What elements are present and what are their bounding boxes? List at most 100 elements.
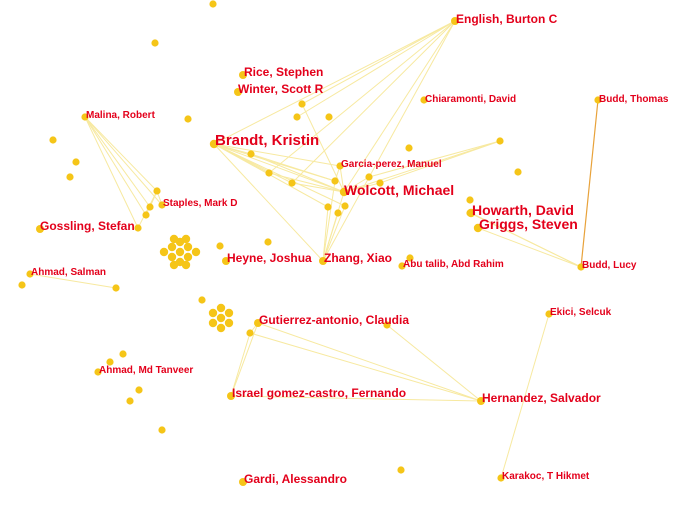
- node-a8[interactable]: [405, 144, 413, 152]
- label-english[interactable]: English, Burton C: [456, 12, 558, 26]
- cluster-a-node-1[interactable]: [167, 242, 177, 252]
- label-gutierrez[interactable]: Gutierrez-antonio, Claudia: [259, 313, 409, 327]
- label-wolcott[interactable]: Wolcott, Michael: [344, 182, 454, 198]
- node-chiaramonti[interactable]: [420, 96, 428, 104]
- node-staples[interactable]: [158, 201, 166, 209]
- node-a19[interactable]: [153, 187, 161, 195]
- label-ahmad-md[interactable]: Ahmad, Md Tanveer: [99, 365, 193, 376]
- node-a18[interactable]: [514, 168, 522, 176]
- node-a22[interactable]: [134, 224, 142, 232]
- node-english[interactable]: [451, 17, 459, 25]
- label-staples[interactable]: Staples, Mark D: [163, 198, 237, 209]
- node-a33[interactable]: [119, 350, 127, 358]
- node-a23[interactable]: [324, 203, 332, 211]
- cluster-b-node-2[interactable]: [224, 308, 234, 318]
- node-ekici[interactable]: [545, 310, 553, 318]
- node-a40[interactable]: [466, 209, 474, 217]
- label-griggs[interactable]: Griggs, Steven: [479, 216, 578, 232]
- node-a4[interactable]: [293, 113, 301, 121]
- node-heyne[interactable]: [222, 257, 230, 265]
- label-winter[interactable]: Winter, Scott R: [238, 82, 324, 96]
- node-ahmad_md[interactable]: [94, 368, 102, 376]
- node-a3[interactable]: [298, 100, 306, 108]
- node-a5[interactable]: [325, 113, 333, 121]
- node-budd_t[interactable]: [594, 96, 602, 104]
- label-howarth[interactable]: Howarth, David: [472, 202, 574, 218]
- label-gossling[interactable]: Gossling, Stefan: [40, 219, 135, 233]
- node-brandt[interactable]: [209, 139, 219, 149]
- node-a24[interactable]: [341, 202, 349, 210]
- node-a39[interactable]: [397, 466, 405, 474]
- cluster-b-node-4[interactable]: [224, 318, 234, 328]
- node-a27[interactable]: [216, 242, 224, 250]
- node-a15[interactable]: [331, 177, 339, 185]
- cluster-a-node-2[interactable]: [183, 242, 193, 252]
- node-a14[interactable]: [288, 179, 296, 187]
- cluster-a-node-10[interactable]: [181, 260, 191, 270]
- label-zhang[interactable]: Zhang, Xiao: [324, 251, 392, 265]
- node-zhang[interactable]: [319, 257, 327, 265]
- label-heyne[interactable]: Heyne, Joshua: [227, 251, 312, 265]
- label-hernandez[interactable]: Hernandez, Salvador: [482, 391, 601, 405]
- node-a38[interactable]: [158, 426, 166, 434]
- node-a30[interactable]: [18, 281, 26, 289]
- node-israel[interactable]: [227, 392, 235, 400]
- label-malina[interactable]: Malina, Robert: [86, 110, 156, 121]
- node-garcia[interactable]: [336, 162, 344, 170]
- node-a31[interactable]: [198, 296, 206, 304]
- label-abutalib[interactable]: Abu talib, Abd Rahim: [403, 259, 504, 270]
- label-gardi[interactable]: Gardi, Alessandro: [244, 472, 347, 486]
- node-a12[interactable]: [247, 150, 255, 158]
- node-karakoc[interactable]: [497, 474, 505, 482]
- node-griggs[interactable]: [473, 223, 483, 233]
- cluster-a-node-11[interactable]: [169, 234, 179, 244]
- label-israel[interactable]: Israel gomez-castro, Fernando: [232, 386, 406, 400]
- node-malina[interactable]: [81, 113, 89, 121]
- node-a28[interactable]: [406, 254, 414, 262]
- node-a21[interactable]: [142, 211, 150, 219]
- node-a9[interactable]: [496, 137, 504, 145]
- node-a36[interactable]: [135, 386, 143, 394]
- cluster-b-node-1[interactable]: [208, 308, 218, 318]
- node-gardi[interactable]: [239, 478, 247, 486]
- node-abutalib[interactable]: [398, 262, 406, 270]
- label-budd-lucy[interactable]: Budd, Lucy: [582, 260, 637, 271]
- label-ekici[interactable]: Ekici, Selcuk: [550, 307, 612, 318]
- node-gossling[interactable]: [36, 225, 44, 233]
- node-a35[interactable]: [246, 329, 254, 337]
- node-a37[interactable]: [126, 397, 134, 405]
- node-a25[interactable]: [334, 209, 342, 217]
- cluster-a-node-8[interactable]: [191, 247, 201, 257]
- cluster-b-node-0[interactable]: [216, 313, 226, 323]
- label-ahmad-salman[interactable]: Ahmad, Salman: [31, 267, 106, 278]
- node-budd_l[interactable]: [577, 263, 585, 271]
- node-a2[interactable]: [151, 39, 159, 47]
- node-wolcott[interactable]: [339, 187, 349, 197]
- label-brandt[interactable]: Brandt, Kristin: [215, 132, 319, 149]
- label-karakoc[interactable]: Karakoc, T Hikmet: [502, 471, 590, 482]
- node-rice[interactable]: [239, 71, 247, 79]
- cluster-a-node-9[interactable]: [169, 260, 179, 270]
- node-a10[interactable]: [72, 158, 80, 166]
- node-a1[interactable]: [209, 0, 217, 8]
- node-winter[interactable]: [234, 88, 242, 96]
- node-a29[interactable]: [112, 284, 120, 292]
- label-chiaramonti[interactable]: Chiaramonti, David: [425, 94, 516, 105]
- node-a7[interactable]: [49, 136, 57, 144]
- cluster-a-node-4[interactable]: [183, 252, 193, 262]
- node-ahmad_s[interactable]: [26, 270, 34, 278]
- node-a16[interactable]: [365, 173, 373, 181]
- node-a20[interactable]: [146, 203, 154, 211]
- cluster-b-node-6[interactable]: [216, 323, 226, 333]
- cluster-a-node-0[interactable]: [175, 247, 185, 257]
- cluster-b-node-5[interactable]: [216, 303, 226, 313]
- label-rice[interactable]: Rice, Stephen: [244, 65, 323, 79]
- node-a17[interactable]: [376, 179, 384, 187]
- label-budd-thomas[interactable]: Budd, Thomas: [599, 94, 669, 105]
- cluster-a-node-7[interactable]: [159, 247, 169, 257]
- node-a26[interactable]: [264, 238, 272, 246]
- cluster-b-node-3[interactable]: [208, 318, 218, 328]
- node-a32[interactable]: [383, 321, 391, 329]
- cluster-a-node-3[interactable]: [167, 252, 177, 262]
- cluster-a-node-12[interactable]: [181, 234, 191, 244]
